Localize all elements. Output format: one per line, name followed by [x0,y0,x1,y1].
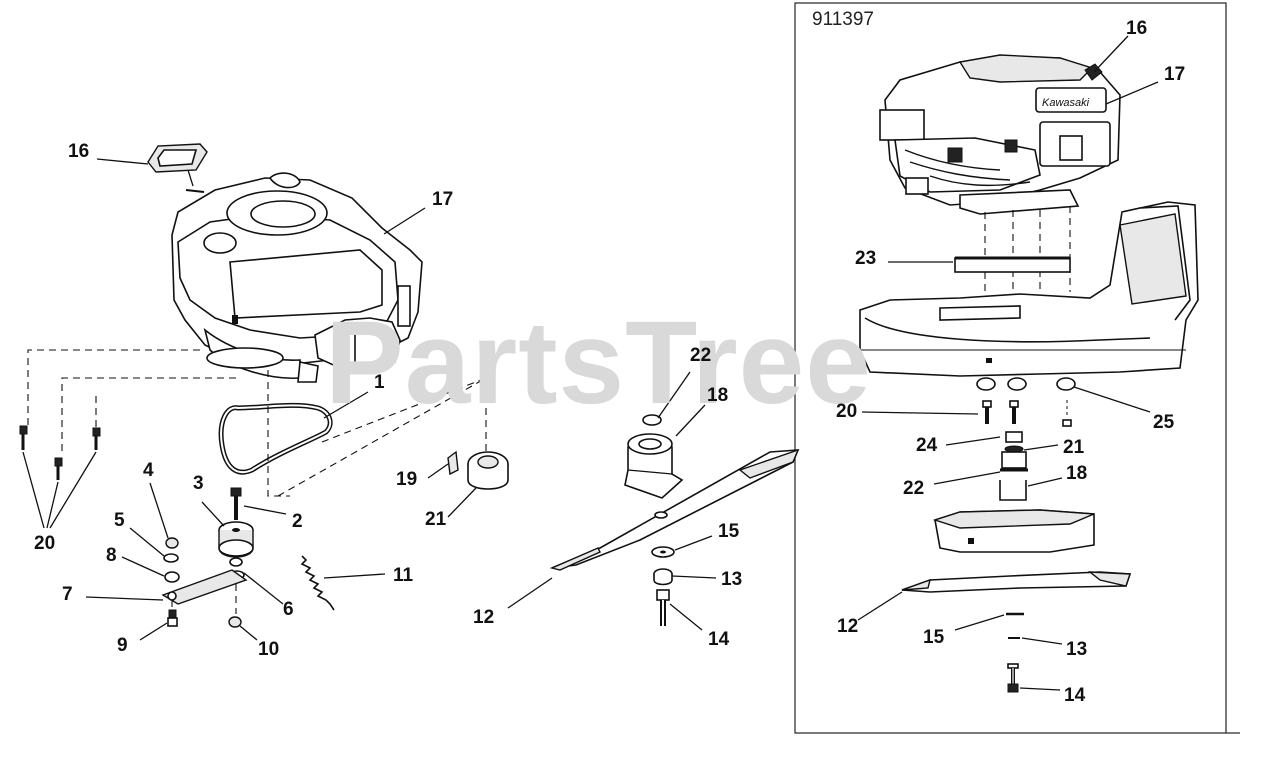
bolts-part-20 [19,425,101,529]
hub-part-18-left [624,433,684,499]
blade-part-12-right [901,571,1132,593]
pulley-part-23 [954,256,1071,273]
callout-22-left: 22 [690,345,711,366]
idler-arm-part-7 [161,569,248,605]
callout-21-left: 21 [425,509,447,530]
callout-15-right: 15 [923,627,945,648]
right-panel-id: 911397 [812,9,874,30]
callout-1: 1 [374,372,385,393]
blade-hub-left [447,414,800,626]
guide-lines-right [984,206,1071,300]
callout-18-left: 18 [707,385,728,406]
leaders-left [85,158,717,641]
callout-11: 11 [393,565,414,586]
callout-6: 6 [283,599,294,620]
callout-21-right: 21 [1063,437,1085,458]
guide-lines-left [27,349,487,497]
pulley-part-3 [218,521,254,558]
callout-17-right: 17 [1164,64,1185,85]
washers-part-25 [976,377,1076,391]
washer-part-15-left [651,546,675,558]
bolt-part-2 [230,487,242,520]
callout-25-right: 25 [1153,412,1175,433]
callout-20-right: 20 [836,401,857,422]
washer-part-5 [163,553,179,563]
callout-4: 4 [143,460,154,481]
callout-24-right: 24 [916,435,938,456]
callout-10: 10 [258,639,279,660]
callout-13-left: 13 [721,569,742,590]
callout-3: 3 [193,473,204,494]
callout-16-right: 16 [1126,18,1147,39]
callout-14-left: 14 [708,629,730,650]
callout-16-left: 16 [68,141,89,162]
key-part-19 [447,450,459,476]
callout-17-left: 17 [432,189,453,210]
nut-part-4 [165,537,179,549]
callout-14-right: 14 [1064,685,1086,706]
washer-part-13-left [653,568,673,586]
bolt-part-14-left [656,589,670,626]
engine-assembly-left [147,143,423,475]
engine-brand-label: Kawasaki [1042,97,1090,109]
callouts-right: 16 17 23 20 25 24 21 22 18 12 15 13 14 [836,18,1185,706]
callout-2: 2 [292,511,303,532]
callout-22-right: 22 [903,478,924,499]
belt-part-1 [218,402,333,475]
callout-20-left: 20 [34,533,55,554]
callout-18-right: 18 [1066,463,1087,484]
callout-12-right: 12 [837,616,858,637]
mower-deck-right [859,201,1199,377]
callout-19: 19 [396,469,417,490]
engine-part-17 [171,172,423,383]
idler-assembly [161,487,335,628]
right-panel: 911397 [794,2,1240,734]
callout-23-right: 23 [855,248,876,269]
callout-9: 9 [117,635,128,656]
adapter-part-21 [467,451,509,490]
right-hub-stack [932,431,1095,553]
callout-7: 7 [62,584,73,605]
engine-assembly-right: Kawasaki [879,54,1121,215]
leaders-right [857,35,1159,691]
callout-15-left: 15 [718,521,740,542]
blade-part-12-left [549,448,800,571]
callout-5: 5 [114,510,125,531]
washer-part-22-left [642,414,662,426]
bolt-part-9 [167,609,178,627]
watermark: PartsTree [325,297,872,429]
washer-part-8 [164,571,180,583]
spring-part-11 [300,555,335,611]
bolts-part-20-right [982,400,1072,427]
callouts-left: 16 17 1 22 18 19 21 4 3 2 5 8 7 6 9 10 1… [34,141,742,660]
right-panel-frame [794,2,1227,734]
nut-part-10 [228,616,242,628]
callout-12-left: 12 [473,607,494,628]
right-blade-fasteners [1006,612,1024,693]
callout-8: 8 [106,545,117,566]
callout-13-right: 13 [1066,639,1087,660]
